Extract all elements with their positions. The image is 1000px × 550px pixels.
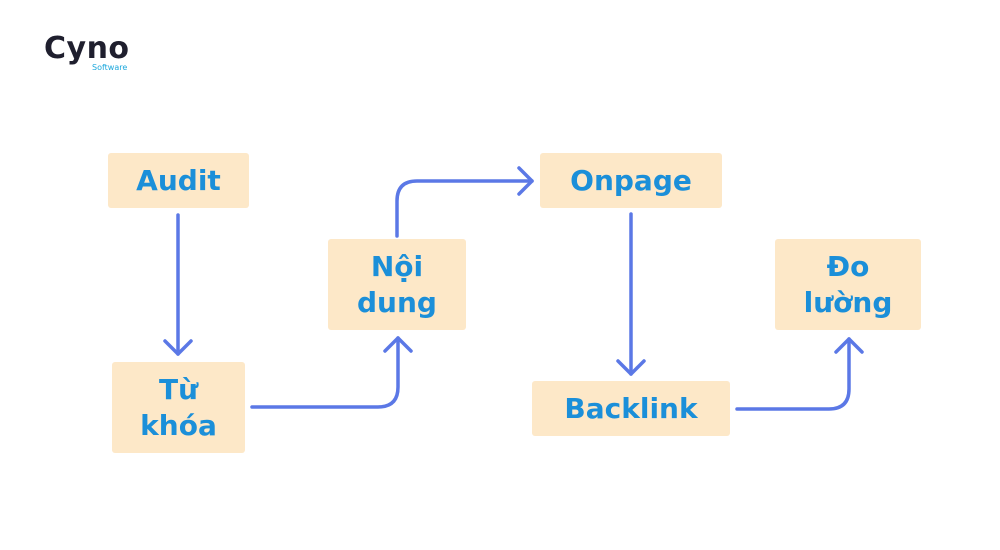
arrowhead-backlink xyxy=(616,359,646,376)
logo-name: Cyno xyxy=(44,31,130,66)
node-tu-khoa: Từ khóa xyxy=(112,362,245,453)
arrowhead-onpage xyxy=(517,166,534,196)
arrowhead-noi-dung xyxy=(383,336,413,353)
node-noi-dung: Nội dung xyxy=(328,239,466,330)
logo-tagline: Software xyxy=(92,63,128,72)
node-noi-dung-line1: Nội xyxy=(370,249,424,283)
arrowhead-do-luong xyxy=(834,337,864,354)
arrow-backlink-to-do-luong xyxy=(735,337,851,411)
arrowhead-tu-khoa xyxy=(163,339,193,356)
node-do-luong-line1: Đo xyxy=(826,249,870,283)
node-noi-dung-line2: dung xyxy=(357,285,437,319)
arrow-tu-khoa-to-noi-dung xyxy=(250,336,400,409)
node-backlink-label: Backlink xyxy=(564,391,698,425)
node-audit-label: Audit xyxy=(136,163,221,197)
node-tu-khoa-line2: khóa xyxy=(140,408,217,442)
node-do-luong-line2: lường xyxy=(803,285,893,319)
node-audit: Audit xyxy=(108,153,249,208)
node-backlink: Backlink xyxy=(532,381,730,436)
node-do-luong: Đo lường xyxy=(775,239,921,330)
arrow-noi-dung-to-onpage xyxy=(395,179,534,238)
node-tu-khoa-line1: Từ xyxy=(158,372,199,406)
node-onpage: Onpage xyxy=(540,153,722,208)
cyno-logo: Cyno Software xyxy=(44,32,154,80)
node-onpage-label: Onpage xyxy=(570,163,692,197)
